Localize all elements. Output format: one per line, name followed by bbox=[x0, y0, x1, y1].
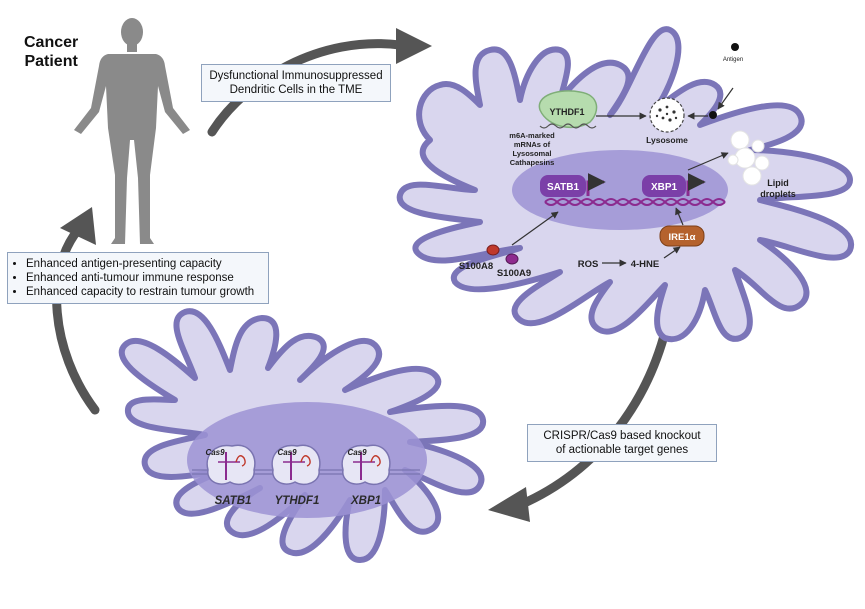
crispr-box: CRISPR/Cas9 based knockout of actionable… bbox=[527, 424, 717, 462]
dysfunctional-dc-line-2: Dendritic Cells in the TME bbox=[229, 84, 363, 96]
antigen-dot bbox=[731, 43, 739, 51]
arrow-dc-to-edited-head bbox=[488, 487, 530, 522]
patient-title-line-1: Cancer bbox=[24, 34, 79, 51]
outcomes-list: Enhanced antigen-presenting capacity Enh… bbox=[14, 257, 264, 299]
arrow-edited-to-patient-head bbox=[60, 207, 96, 245]
satb1-promoter-arrow bbox=[586, 173, 606, 196]
dysfunctional-dc-box: Dysfunctional Immunosuppressed Dendritic… bbox=[201, 64, 391, 102]
gene-label-xbp1: XBP1 bbox=[350, 495, 381, 507]
patient-silhouette bbox=[74, 18, 190, 244]
satb1-gene-box bbox=[540, 175, 586, 197]
mrna-label-3: Lysosomal bbox=[513, 149, 552, 158]
lipid-label-1: Lipid bbox=[767, 178, 789, 188]
xbp1-label: XBP1 bbox=[651, 182, 678, 193]
edited-dendritic-cell: Cas9 Cas9 Cas9 SATB1 YTHDF1 XBP1 bbox=[119, 308, 486, 563]
hne-label: 4-HNE bbox=[631, 259, 660, 270]
antigen-internal-dot bbox=[709, 111, 717, 119]
cas9-label-2: Cas9 bbox=[277, 448, 297, 457]
ire1a-box bbox=[659, 225, 705, 247]
arrow-edited-to-patient bbox=[52, 225, 100, 415]
dc-dna-strand bbox=[544, 198, 726, 206]
outcome-item: Enhanced capacity to restrain tumour gro… bbox=[26, 285, 264, 299]
satb1-label: SATB1 bbox=[547, 182, 579, 193]
cas9-complex-satb1 bbox=[206, 444, 256, 486]
mrna-label-1: m6A-marked bbox=[509, 131, 555, 140]
cas9-label-3: Cas9 bbox=[347, 448, 367, 457]
lipid-droplets-icon bbox=[727, 130, 770, 186]
xbp1-promoter-arrow bbox=[686, 173, 706, 196]
mrna-label-4: Cathapesins bbox=[510, 158, 555, 167]
xbp1-gene-box bbox=[642, 175, 686, 197]
gene-label-ythdf1: YTHDF1 bbox=[275, 495, 320, 507]
dysfunctional-dendritic-cell: YTHDF1 m6A-marked mRNAs of Lysosomal Cat… bbox=[396, 26, 855, 343]
s100a9-label: S100A9 bbox=[497, 268, 531, 279]
s100a8-dot bbox=[486, 244, 500, 256]
arrow-patient-to-dc-head bbox=[396, 28, 432, 64]
outcome-item: Enhanced antigen-presenting capacity bbox=[26, 257, 264, 271]
outcomes-box: Enhanced antigen-presenting capacity Enh… bbox=[7, 252, 269, 304]
s100a8-label: S100A8 bbox=[459, 261, 493, 272]
ire1a-label: IRE1α bbox=[669, 232, 696, 243]
mrna-squiggle bbox=[539, 123, 597, 129]
dysfunctional-dc-line-1: Dysfunctional Immunosuppressed bbox=[209, 70, 383, 82]
mrna-label-2: mRNAs of bbox=[514, 140, 551, 149]
ros-label: ROS bbox=[578, 259, 599, 270]
arrow-dc-to-edited bbox=[515, 315, 673, 510]
antigen-label: Antigen bbox=[723, 57, 743, 63]
cas9-label-1: Cas9 bbox=[205, 448, 225, 457]
gene-label-satb1: SATB1 bbox=[215, 495, 252, 507]
ythdf1-blob bbox=[538, 90, 598, 129]
lipid-label-2: droplets bbox=[760, 189, 796, 199]
crispr-line-2: of actionable target genes bbox=[555, 444, 689, 456]
patient-title-line-2: Patient bbox=[24, 53, 78, 70]
crispr-line-1: CRISPR/Cas9 based knockout bbox=[543, 430, 701, 442]
outcome-item: Enhanced anti-tumour immune response bbox=[26, 271, 264, 285]
cas9-complex-ythdf1 bbox=[271, 444, 321, 486]
s100a9-dot bbox=[505, 253, 519, 265]
patient-title: Cancer Patient bbox=[24, 33, 78, 71]
cas9-complex-xbp1 bbox=[341, 444, 391, 486]
dc-nucleus bbox=[512, 150, 728, 230]
lysosome-label: Lysosome bbox=[646, 135, 688, 145]
ythdf1-label: YTHDF1 bbox=[549, 107, 584, 117]
dc-dna-strand-2 bbox=[544, 198, 726, 206]
